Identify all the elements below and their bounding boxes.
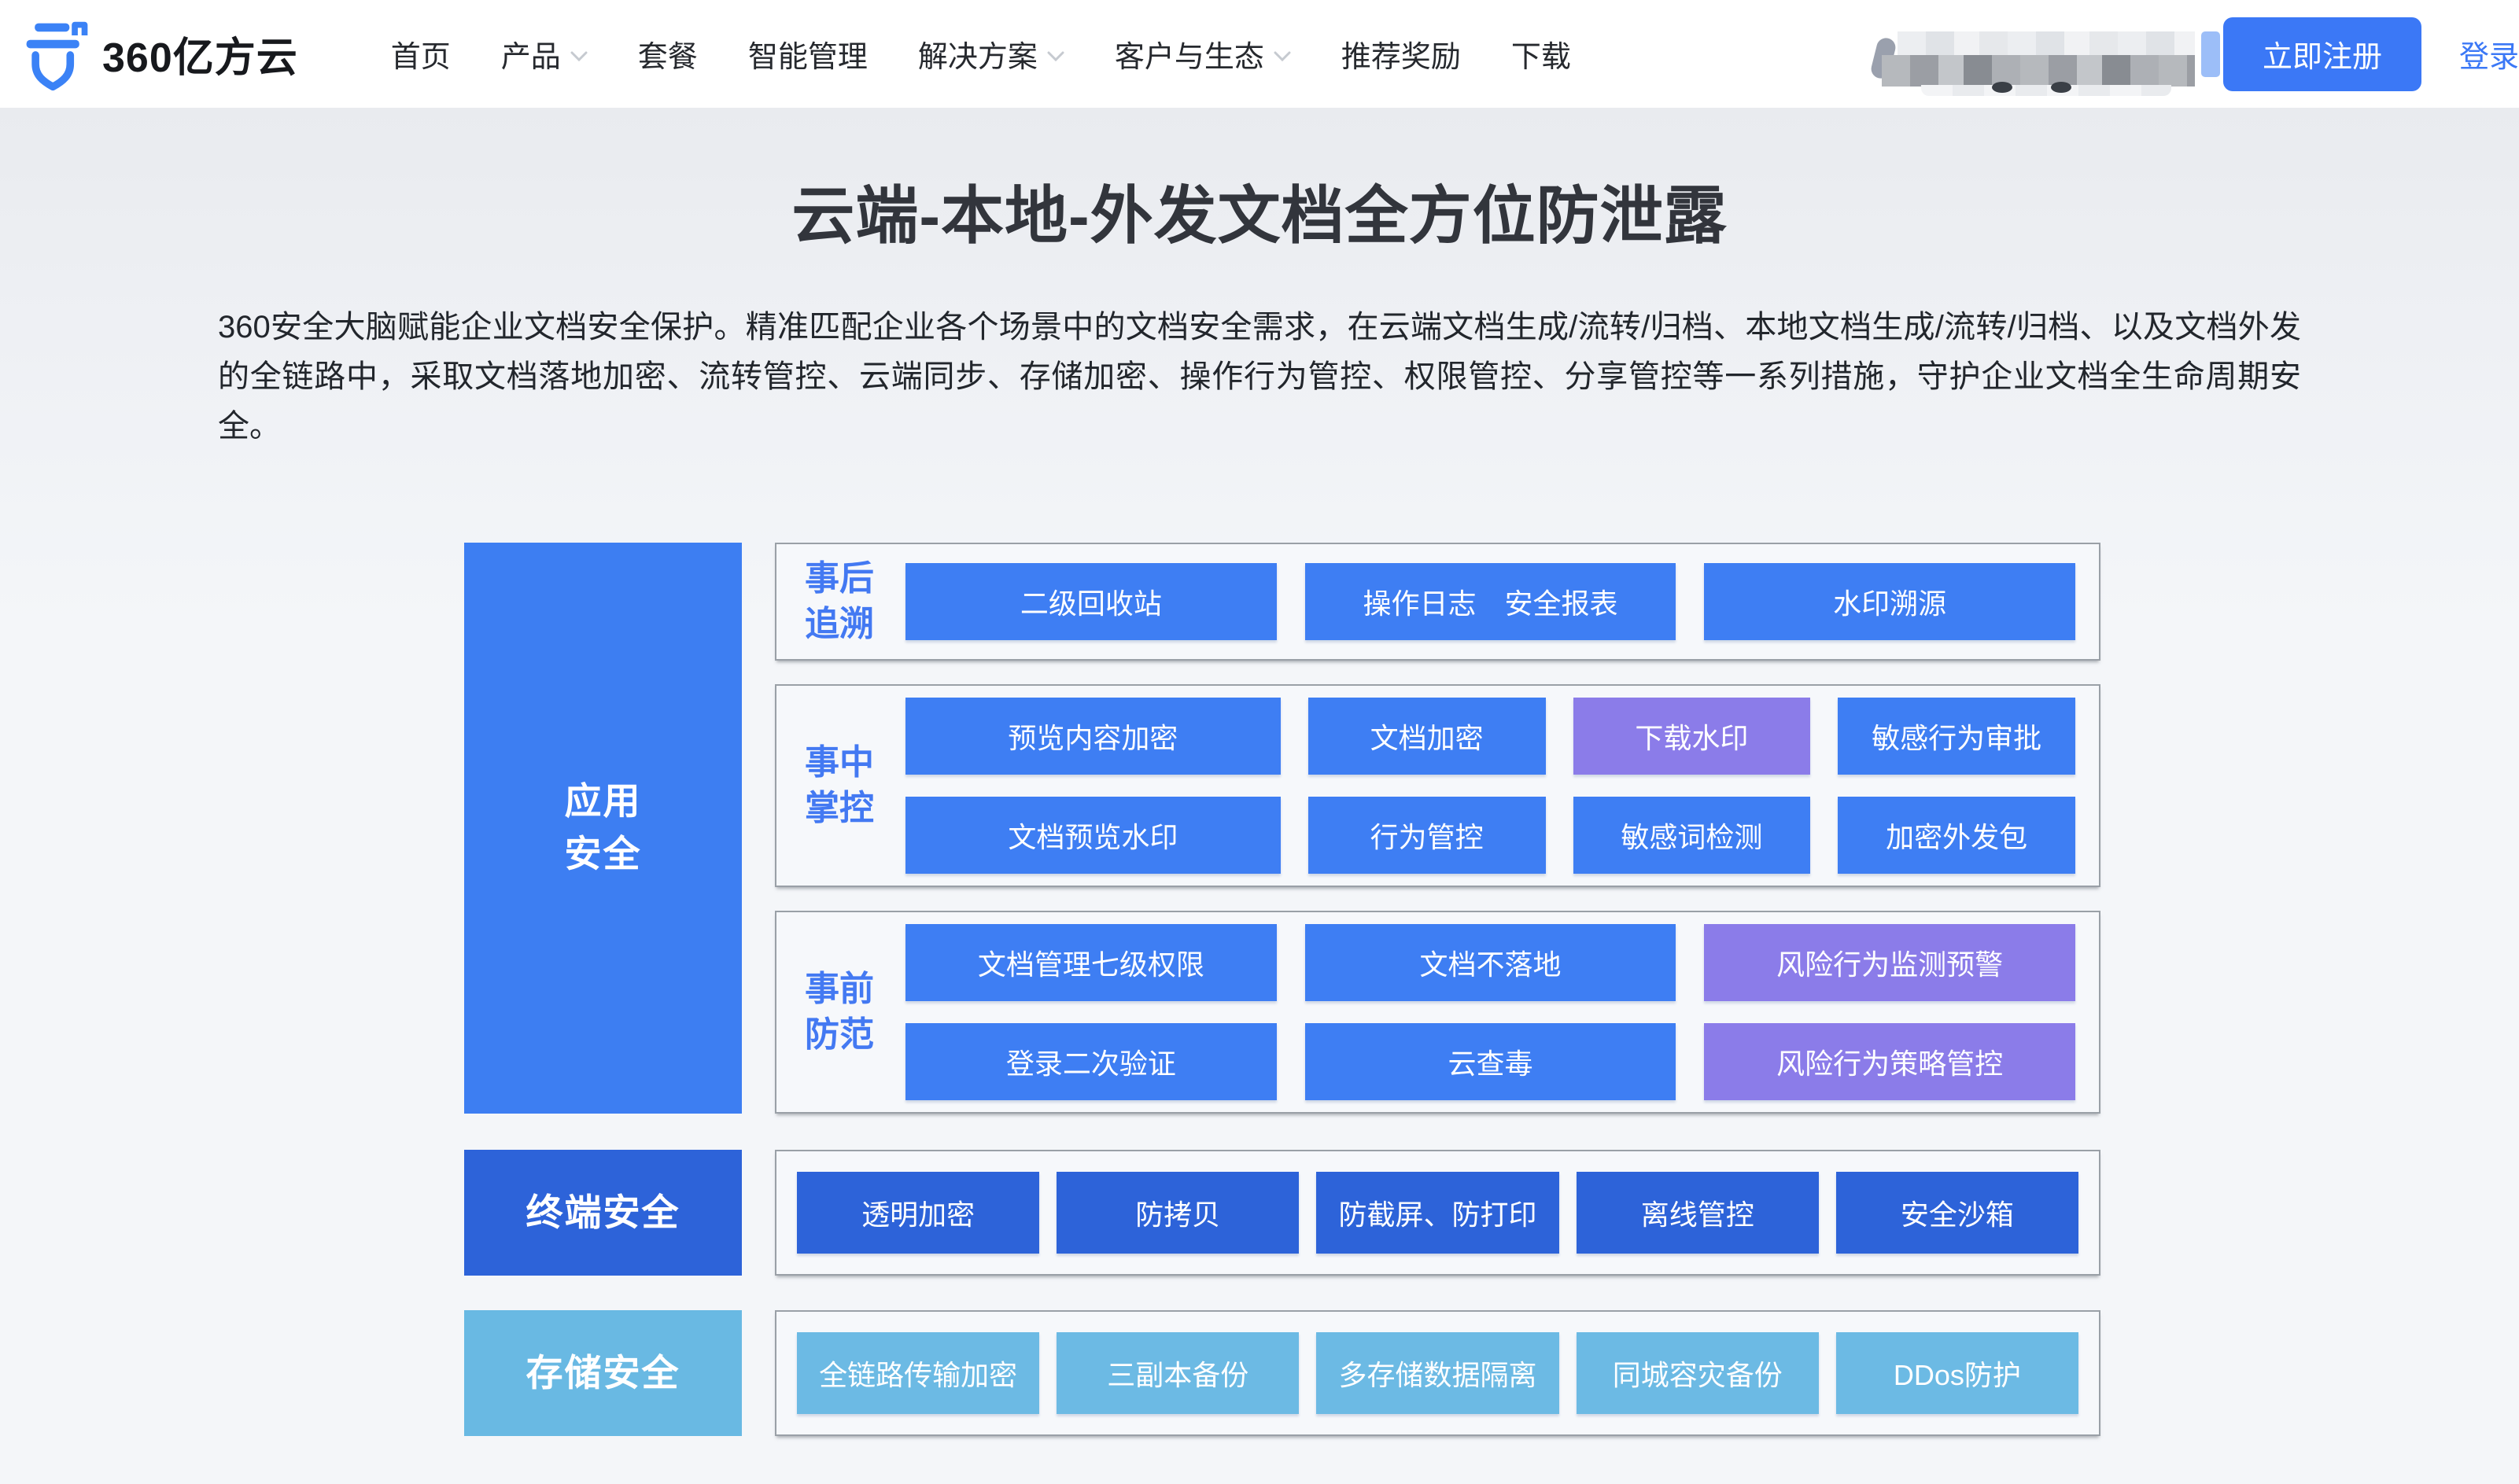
chevron-down-icon bbox=[1047, 51, 1064, 61]
feature-card: 同城容灾备份 bbox=[1576, 1332, 1819, 1415]
storage-security-row: 存储安全 全链路传输加密 三副本备份 多存储数据隔离 同城容灾备份 DDos防护 bbox=[464, 1310, 2100, 1437]
mosaic-blur bbox=[1920, 84, 2172, 96]
nav-right-group: 立即注册 登录 bbox=[1869, 17, 2519, 96]
nav-item-plans[interactable]: 套餐 bbox=[638, 32, 698, 75]
nav-item-products[interactable]: 产品 bbox=[501, 32, 588, 75]
feature-card: 防截屏、防打印 bbox=[1316, 1172, 1559, 1254]
feature-grid: 全链路传输加密 三副本备份 多存储数据隔离 同城容灾备份 DDos防护 bbox=[797, 1332, 2078, 1415]
side-block-label: 应用 bbox=[564, 780, 642, 823]
feature-card: 文档不落地 bbox=[1304, 924, 1676, 1002]
nav-item-label: 智能管理 bbox=[747, 41, 868, 74]
feature-card: 二级回收站 bbox=[905, 563, 1277, 641]
nav-item-label: 客户与生态 bbox=[1114, 41, 1264, 74]
mosaic-dot bbox=[1991, 81, 2012, 93]
logo[interactable]: 360亿方云 bbox=[19, 17, 298, 92]
page-description: 360安全大脑赋能企业文档安全保护。精准匹配企业各个场景中的文档安全需求，在云端… bbox=[218, 310, 2301, 444]
login-link[interactable]: 登录 bbox=[2458, 41, 2519, 74]
phase-stack: 透明加密 防拷贝 防截屏、防打印 离线管控 安全沙箱 bbox=[775, 1150, 2100, 1276]
phase-label-line: 事前 bbox=[805, 970, 874, 1009]
side-block-label: 存储安全 bbox=[526, 1351, 680, 1394]
nav-item-label: 首页 bbox=[390, 41, 451, 74]
mosaic-blur bbox=[1897, 31, 2195, 55]
nav-item-download[interactable]: 下载 bbox=[1511, 32, 1571, 75]
logo-icon bbox=[26, 21, 88, 90]
nav-item-label: 下载 bbox=[1510, 41, 1571, 74]
feature-grid: 文档管理七级权限 文档不落地 风险行为监测预警 登录二次验证 云查毒 风险行为策… bbox=[905, 924, 2075, 1101]
feature-card: 风险行为策略管控 bbox=[1704, 1023, 2075, 1101]
feature-card: 敏感词检测 bbox=[1573, 797, 1811, 875]
feature-card: 登录二次验证 bbox=[905, 1023, 1277, 1101]
nav-item-label: 解决方案 bbox=[917, 41, 1038, 74]
phase-box-after-tracing: 事后 追溯 二级回收站 操作日志 安全报表 水印溯源 bbox=[775, 543, 2100, 661]
chevron-down-icon bbox=[1274, 51, 1291, 61]
feature-card: 文档管理七级权限 bbox=[905, 924, 1277, 1002]
feature-card: 文档预览水印 bbox=[905, 797, 1281, 875]
side-block-terminal-security: 终端安全 bbox=[464, 1150, 742, 1276]
feature-card: 风险行为监测预警 bbox=[1704, 924, 2075, 1002]
top-nav: 360亿方云 首页 产品 套餐 智能管理 解决方案 客户与生态 推荐奖励 下载 … bbox=[0, 0, 2519, 108]
phase-box-during-control: 事中 掌控 预览内容加密 文档加密 下载水印 敏感行为审批 文档预览水印 行为管… bbox=[775, 684, 2100, 888]
main-content: 云端-本地-外发文档全方位防泄露 360安全大脑赋能企业文档安全保护。精准匹配企… bbox=[0, 108, 2519, 1484]
feature-card: 行为管控 bbox=[1307, 797, 1546, 875]
logo-text: 360亿方云 bbox=[102, 35, 298, 81]
terminal-security-row: 终端安全 透明加密 防拷贝 防截屏、防打印 离线管控 安全沙箱 bbox=[464, 1150, 2100, 1276]
phase-label-line: 掌控 bbox=[805, 789, 874, 828]
nav-item-referral-rewards[interactable]: 推荐奖励 bbox=[1341, 32, 1461, 75]
register-button[interactable]: 立即注册 bbox=[2222, 17, 2421, 91]
security-diagram: 应用 安全 事后 追溯 二级回收站 操作日志 安全报表 水印溯源 bbox=[464, 543, 2100, 1437]
phase-label: 事中 掌控 bbox=[805, 740, 905, 831]
side-block-label: 终端安全 bbox=[526, 1191, 680, 1233]
feature-card: 预览内容加密 bbox=[905, 698, 1281, 775]
phase-stack: 事后 追溯 二级回收站 操作日志 安全报表 水印溯源 事中 掌控 bbox=[775, 543, 2100, 1114]
feature-grid: 预览内容加密 文档加密 下载水印 敏感行为审批 文档预览水印 行为管控 敏感词检… bbox=[905, 698, 2075, 875]
feature-card: 三副本备份 bbox=[1057, 1332, 1300, 1415]
nav-item-label: 推荐奖励 bbox=[1341, 41, 1461, 74]
feature-card: 云查毒 bbox=[1304, 1023, 1676, 1101]
feature-grid: 二级回收站 操作日志 安全报表 水印溯源 bbox=[905, 563, 2075, 641]
feature-card: DDos防护 bbox=[1835, 1332, 2078, 1415]
feature-card: 操作日志 安全报表 bbox=[1304, 563, 1676, 641]
phase-label: 事后 追溯 bbox=[805, 556, 905, 647]
chevron-down-icon bbox=[570, 51, 588, 61]
phase-stack: 全链路传输加密 三副本备份 多存储数据隔离 同城容灾备份 DDos防护 bbox=[775, 1310, 2100, 1437]
nav-item-label: 套餐 bbox=[637, 41, 698, 74]
page-title: 云端-本地-外发文档全方位防泄露 bbox=[791, 181, 1728, 251]
feature-card: 透明加密 bbox=[797, 1172, 1040, 1254]
nav-item-label: 产品 bbox=[500, 41, 561, 74]
application-security-row: 应用 安全 事后 追溯 二级回收站 操作日志 安全报表 水印溯源 bbox=[464, 543, 2100, 1114]
side-block-storage-security: 存储安全 bbox=[464, 1310, 742, 1437]
nav-item-solutions[interactable]: 解决方案 bbox=[918, 32, 1064, 75]
mosaic-blue-block bbox=[2200, 31, 2220, 77]
feature-card: 文档加密 bbox=[1307, 698, 1546, 775]
feature-card: 多存储数据隔离 bbox=[1316, 1332, 1559, 1415]
phase-box-terminal: 透明加密 防拷贝 防截屏、防打印 离线管控 安全沙箱 bbox=[775, 1150, 2100, 1276]
nav-item-home[interactable]: 首页 bbox=[391, 32, 451, 75]
phase-label: 事前 防范 bbox=[805, 967, 905, 1058]
feature-grid: 透明加密 防拷贝 防截屏、防打印 离线管控 安全沙箱 bbox=[797, 1172, 2078, 1254]
mosaic-dot bbox=[2050, 81, 2071, 93]
feature-card: 加密外发包 bbox=[1838, 797, 2075, 875]
feature-card: 水印溯源 bbox=[1704, 563, 2075, 641]
side-block-application-security: 应用 安全 bbox=[464, 543, 742, 1114]
side-block-label: 安全 bbox=[564, 833, 642, 875]
phase-label-line: 防范 bbox=[805, 1015, 874, 1055]
feature-card: 安全沙箱 bbox=[1835, 1172, 2078, 1254]
phase-label-line: 追溯 bbox=[805, 605, 874, 644]
phase-label-line: 事后 bbox=[805, 559, 874, 598]
phase-label-line: 事中 bbox=[805, 743, 874, 783]
phase-box-storage: 全链路传输加密 三副本备份 多存储数据隔离 同城容灾备份 DDos防护 bbox=[775, 1310, 2100, 1437]
nav-menu: 首页 产品 套餐 智能管理 解决方案 客户与生态 推荐奖励 下载 bbox=[391, 32, 1571, 75]
feature-card: 下载水印 bbox=[1573, 698, 1811, 775]
feature-card: 全链路传输加密 bbox=[797, 1332, 1040, 1415]
mosaic-blur bbox=[1881, 54, 2195, 87]
feature-card: 离线管控 bbox=[1576, 1172, 1819, 1254]
phase-box-before-prevention: 事前 防范 文档管理七级权限 文档不落地 风险行为监测预警 登录二次验证 云查毒… bbox=[775, 911, 2100, 1114]
nav-item-smart-management[interactable]: 智能管理 bbox=[748, 32, 868, 75]
feature-card: 防拷贝 bbox=[1057, 1172, 1300, 1254]
nav-item-customers-ecosystem[interactable]: 客户与生态 bbox=[1115, 32, 1291, 75]
blurred-phone-number bbox=[1869, 19, 2195, 96]
feature-card: 敏感行为审批 bbox=[1838, 698, 2075, 775]
